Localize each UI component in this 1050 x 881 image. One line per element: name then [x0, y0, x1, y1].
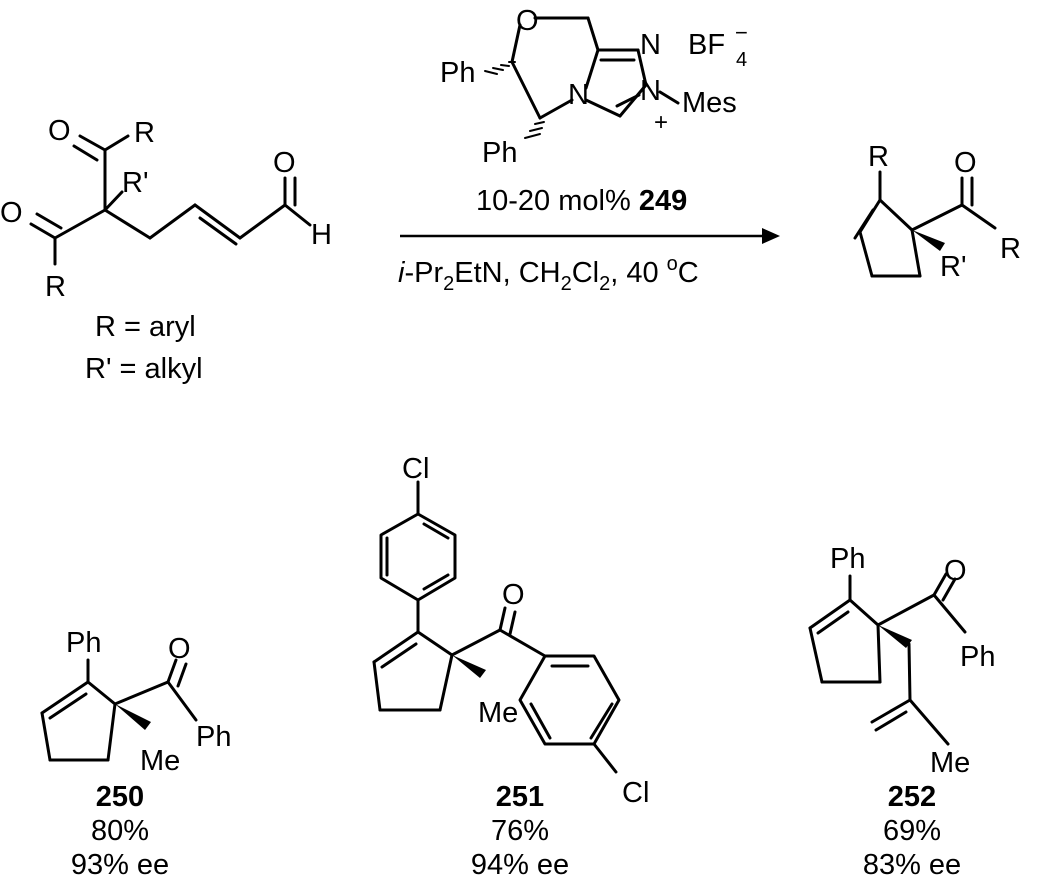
catalyst-BF-minus: −: [735, 20, 748, 45]
p250-Ph-right: Ph: [196, 721, 231, 753]
reaction-arrow: [400, 228, 780, 244]
p252-id: 252: [888, 781, 936, 813]
p250-Me: Me: [140, 745, 180, 777]
p251-ee: 94% ee: [471, 849, 569, 881]
p250-id: 250: [96, 781, 144, 813]
catalyst-loading: 10-20 mol% 249: [476, 185, 687, 217]
atom-O-aldehyde: O: [273, 147, 296, 179]
p251-yield: 76%: [491, 815, 549, 847]
reaction-conditions: i-Pr2EtN, CH2Cl2, 40 oC: [398, 253, 699, 295]
atom-R-top: R: [134, 117, 155, 149]
catalyst-N-top: N: [640, 29, 661, 61]
product-250: Ph O Ph Me 250 80% 93% ee: [40, 627, 231, 881]
p252-Me: Me: [930, 747, 970, 779]
gp-Rprime: R': [940, 251, 966, 283]
atom-O-left: O: [0, 197, 23, 229]
r-definition: R = aryl: [95, 311, 196, 343]
gp-R-right: R: [1000, 233, 1021, 265]
catalyst-plus-charge: +: [654, 109, 668, 136]
p251-Cl-top: Cl: [402, 453, 429, 485]
catalyst-249: O N BF 4 − N Mes + N Ph Ph: [440, 5, 748, 169]
p252-Ph-right: Ph: [960, 641, 995, 673]
gp-R-top: R: [868, 141, 889, 173]
p250-yield: 80%: [91, 815, 149, 847]
catalyst-N-bridge: N: [568, 79, 589, 111]
generic-product: R O R R': [853, 141, 1021, 283]
catalyst-BF: BF: [688, 29, 725, 61]
p251-O: O: [502, 579, 525, 611]
catalyst-BF-sub4: 4: [736, 49, 747, 71]
gp-O: O: [954, 147, 977, 179]
atom-Rprime: R': [122, 167, 148, 199]
product-251: Cl O Me Cl 251 76% 94% ee: [372, 453, 649, 881]
catalyst-N-plus: N: [640, 75, 661, 107]
catalyst-Ph-left: Ph: [440, 57, 475, 89]
catalyst-O: O: [516, 5, 539, 37]
product-252: Ph O Ph Me 252 69% 83% ee: [808, 543, 995, 881]
p250-ee: 93% ee: [71, 849, 169, 881]
p252-ee: 83% ee: [863, 849, 961, 881]
rprime-definition: R' = alkyl: [85, 353, 203, 385]
atom-H-aldehyde: H: [311, 219, 332, 251]
p251-Me: Me: [478, 697, 518, 729]
atom-O-top: O: [48, 115, 71, 147]
catalyst-Mes: Mes: [682, 87, 737, 119]
p250-Ph-top: Ph: [66, 627, 101, 659]
p252-Ph-top: Ph: [830, 543, 865, 575]
starting-material: O R R' O R O H R = aryl R' = alkyl: [0, 115, 332, 385]
p252-yield: 69%: [883, 815, 941, 847]
p251-id: 251: [496, 781, 544, 813]
atom-R-bottom: R: [45, 271, 66, 303]
p252-O: O: [944, 555, 967, 587]
p250-O: O: [168, 633, 191, 665]
catalyst-Ph-bottom: Ph: [482, 137, 517, 169]
p251-Cl-bottom: Cl: [622, 777, 649, 809]
